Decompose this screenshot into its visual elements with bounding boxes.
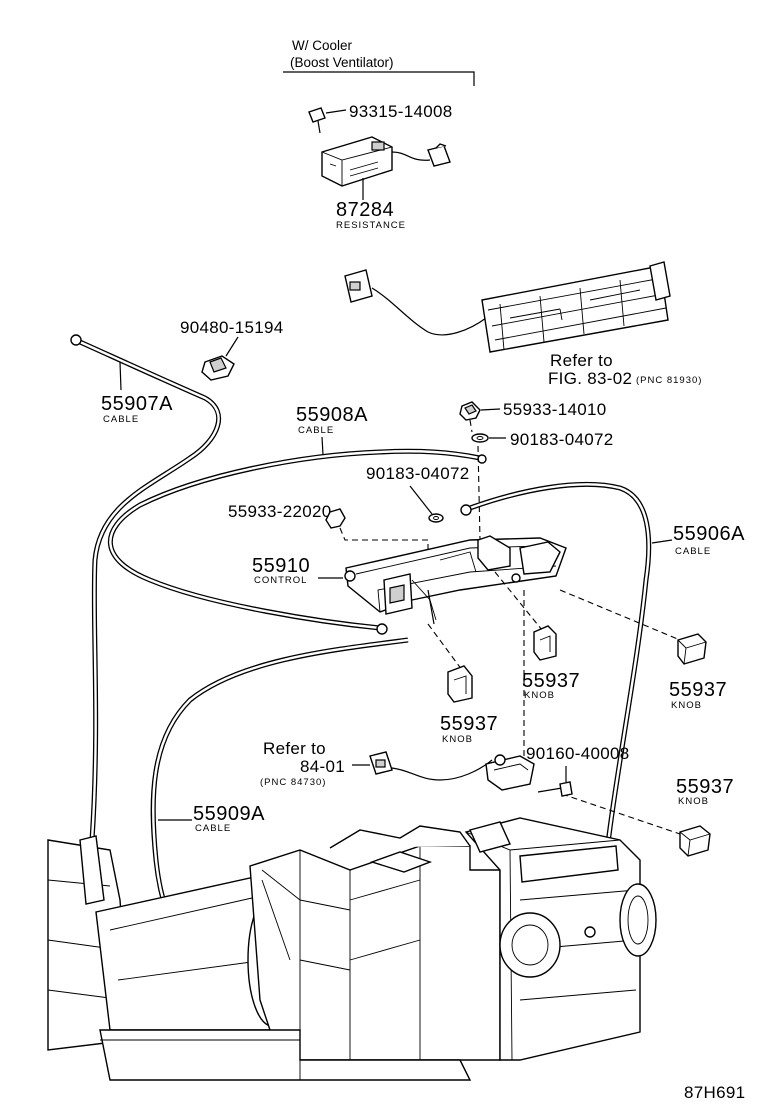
knob-a: 55937 KNOB	[522, 625, 580, 701]
label-55907a: 55907A	[101, 393, 173, 415]
label-84-01: 84-01	[300, 757, 345, 776]
washer-90183-a: 90183-04072	[471, 430, 614, 449]
label-55937-c: 55937	[669, 679, 727, 701]
label-55909a: 55909A	[193, 803, 265, 825]
nut-55933-14010: 55933-14010	[459, 400, 607, 421]
label-pnc-84730: (PNC 84730)	[260, 777, 326, 788]
guide-knob-c	[559, 589, 681, 641]
heater-duct-assembly	[47, 817, 657, 1081]
screw-93315: 93315-14008	[308, 102, 453, 134]
label-refer-to-2: Refer to	[263, 739, 326, 758]
label-90160-40008: 90160-40008	[526, 744, 630, 763]
label-55933-14010: 55933-14010	[503, 400, 607, 419]
ventilator-unit: Refer to FIG. 83-02 (PNC 81930)	[344, 261, 702, 388]
nut-55933-22020: 55933-22020	[228, 502, 429, 556]
cable-55908a: 55908A CABLE	[108, 404, 487, 635]
label-pnc-81930: (PNC 81930)	[636, 375, 702, 386]
label-87284: 87284	[336, 199, 394, 221]
label-55910: 55910	[252, 555, 310, 577]
figure-code: 87H691	[684, 1083, 745, 1102]
knob-b: 55937 KNOB	[440, 665, 498, 745]
blower-switch: Refer to 84-01 (PNC 84730)	[260, 739, 535, 791]
label-cable-c: CABLE	[675, 546, 711, 557]
label-knob-c: KNOB	[671, 700, 702, 711]
label-90480-15194: 90480-15194	[180, 318, 284, 337]
header-line-1: W/ Cooler	[292, 38, 353, 53]
label-90183-04072-b: 90183-04072	[366, 464, 470, 483]
label-resistance: RESISTANCE	[336, 220, 406, 231]
header-line-2: (Boost Ventilator)	[290, 55, 394, 70]
label-knob-d: KNOB	[678, 796, 709, 807]
label-55906a: 55906A	[673, 523, 745, 545]
label-control: CONTROL	[254, 575, 307, 586]
label-knob-b: KNOB	[442, 734, 473, 745]
label-knob-a: KNOB	[524, 690, 555, 701]
guide-knob-a	[494, 571, 543, 631]
knob-d: 55937 KNOB	[676, 776, 734, 857]
cable-end-right	[584, 926, 596, 938]
label-cable-d: CABLE	[195, 823, 231, 834]
washer-90183-b: 90183-04072	[366, 464, 470, 523]
control-55910: 55910 CONTROL	[252, 535, 567, 625]
header-bracket	[283, 71, 475, 86]
label-93315-14008: 93315-14008	[349, 102, 453, 121]
clip-90480: 90480-15194	[180, 318, 284, 381]
assembly-line-2	[339, 527, 429, 556]
label-55937-a: 55937	[522, 670, 580, 692]
guide-knob-d	[561, 793, 681, 835]
resistance-87284: 87284 RESISTANCE	[321, 136, 451, 231]
knob-c: 55937 KNOB	[669, 633, 727, 711]
label-fig-83-02: FIG. 83-02	[548, 369, 632, 388]
guide-knob-b	[427, 623, 463, 671]
label-55937-d: 55937	[676, 776, 734, 798]
variant-header: W/ Cooler (Boost Ventilator)	[283, 38, 475, 86]
label-90183-04072-a: 90183-04072	[510, 430, 614, 449]
label-cable-a: CABLE	[103, 414, 139, 425]
label-cable-b: CABLE	[298, 425, 334, 436]
label-refer-to-1: Refer to	[550, 351, 613, 370]
screw-90160: 90160-40008	[526, 744, 630, 797]
assembly-line-1	[469, 419, 481, 541]
label-55908a: 55908A	[296, 404, 368, 426]
label-55937-b: 55937	[440, 713, 498, 735]
label-55933-22020: 55933-22020	[228, 502, 332, 521]
